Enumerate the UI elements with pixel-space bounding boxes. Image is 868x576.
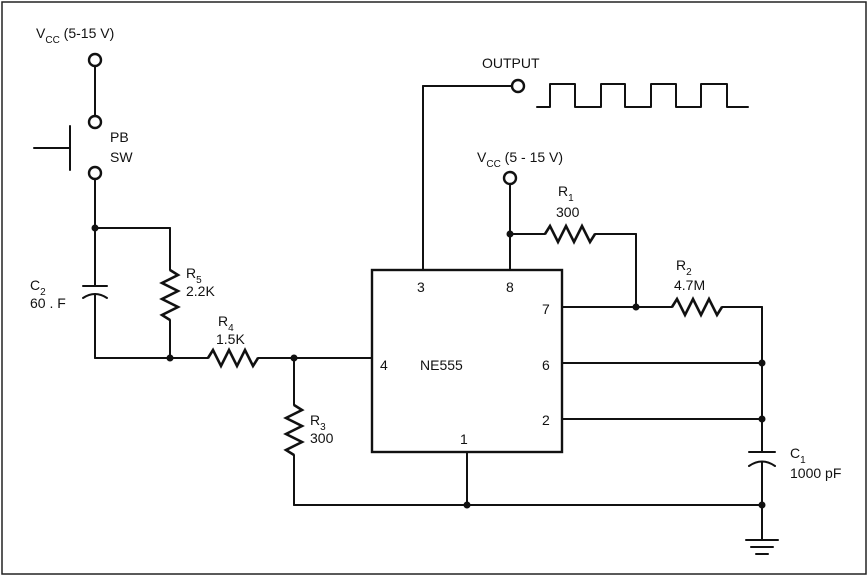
r3-resistor bbox=[283, 403, 305, 457]
vcc-right-label: VCC (5 - 15 V) bbox=[477, 149, 563, 170]
r5-resistor bbox=[159, 268, 181, 322]
junction-r1-pin7 bbox=[632, 303, 640, 311]
ne555-ic-body bbox=[370, 268, 564, 454]
svg-text:C1: C1 bbox=[790, 445, 806, 466]
output-label: OUTPUT bbox=[482, 55, 540, 71]
pin-label-8: 8 bbox=[506, 279, 514, 295]
svg-text:60 . F: 60 . F bbox=[30, 295, 66, 311]
switch-label-sw: SW bbox=[110, 149, 133, 165]
r4-resistor bbox=[206, 347, 260, 369]
switch-label-pb: PB bbox=[110, 129, 129, 145]
r2-resistor bbox=[670, 296, 724, 318]
junction-r5-r4 bbox=[166, 354, 174, 362]
output-terminal bbox=[510, 78, 526, 94]
svg-text:R2: R2 bbox=[676, 257, 692, 278]
svg-text:R5: R5 bbox=[186, 265, 202, 286]
junction-pin6 bbox=[758, 359, 766, 367]
svg-text:300: 300 bbox=[310, 430, 334, 446]
pin-label-6: 6 bbox=[542, 357, 550, 373]
pin-label-7: 7 bbox=[542, 301, 550, 317]
svg-text:1000 pF: 1000 pF bbox=[790, 465, 841, 481]
junction-pin2 bbox=[758, 415, 766, 423]
pin-label-4: 4 bbox=[380, 357, 388, 373]
svg-text:R3: R3 bbox=[310, 412, 326, 433]
svg-text:300: 300 bbox=[556, 204, 580, 220]
c1-label: C1 1000 pF bbox=[790, 445, 841, 481]
svg-text:2.2K: 2.2K bbox=[186, 283, 215, 299]
c2-label: C2 60 . F bbox=[30, 277, 66, 311]
ic-name: NE555 bbox=[420, 357, 463, 373]
vcc-top-label: VCC (5-15 V) bbox=[36, 25, 114, 46]
r2-label: R2 4.7M bbox=[674, 257, 705, 293]
pin-label-1: 1 bbox=[460, 431, 468, 447]
pin-label-3: 3 bbox=[417, 279, 425, 295]
r1-label: R1 300 bbox=[556, 183, 580, 220]
svg-text:C2: C2 bbox=[30, 277, 46, 298]
r5-label: R5 2.2K bbox=[186, 265, 215, 299]
svg-text:R1: R1 bbox=[558, 183, 574, 204]
junction-pin1-ground bbox=[463, 501, 471, 509]
svg-text:VCC (5-15 V): VCC (5-15 V) bbox=[36, 25, 114, 46]
switch-contact-lower bbox=[87, 165, 103, 181]
r3-label: R3 300 bbox=[310, 412, 334, 446]
svg-text:1.5K: 1.5K bbox=[216, 331, 245, 347]
junction-c1-ground bbox=[758, 501, 766, 509]
vcc-right-terminal bbox=[502, 170, 518, 186]
r4-label: R4 1.5K bbox=[216, 313, 245, 347]
output-square-wave bbox=[536, 83, 749, 108]
pin-label-2: 2 bbox=[542, 412, 550, 428]
svg-text:4.7M: 4.7M bbox=[674, 277, 705, 293]
switch-contact-upper bbox=[87, 114, 103, 130]
push-button-plunger bbox=[33, 125, 71, 171]
svg-text:R4: R4 bbox=[218, 313, 234, 334]
svg-text:VCC (5 - 15 V): VCC (5 - 15 V) bbox=[477, 149, 563, 170]
vcc-top-terminal bbox=[87, 52, 103, 68]
r1-resistor bbox=[543, 223, 597, 245]
ground-icon bbox=[745, 539, 779, 555]
